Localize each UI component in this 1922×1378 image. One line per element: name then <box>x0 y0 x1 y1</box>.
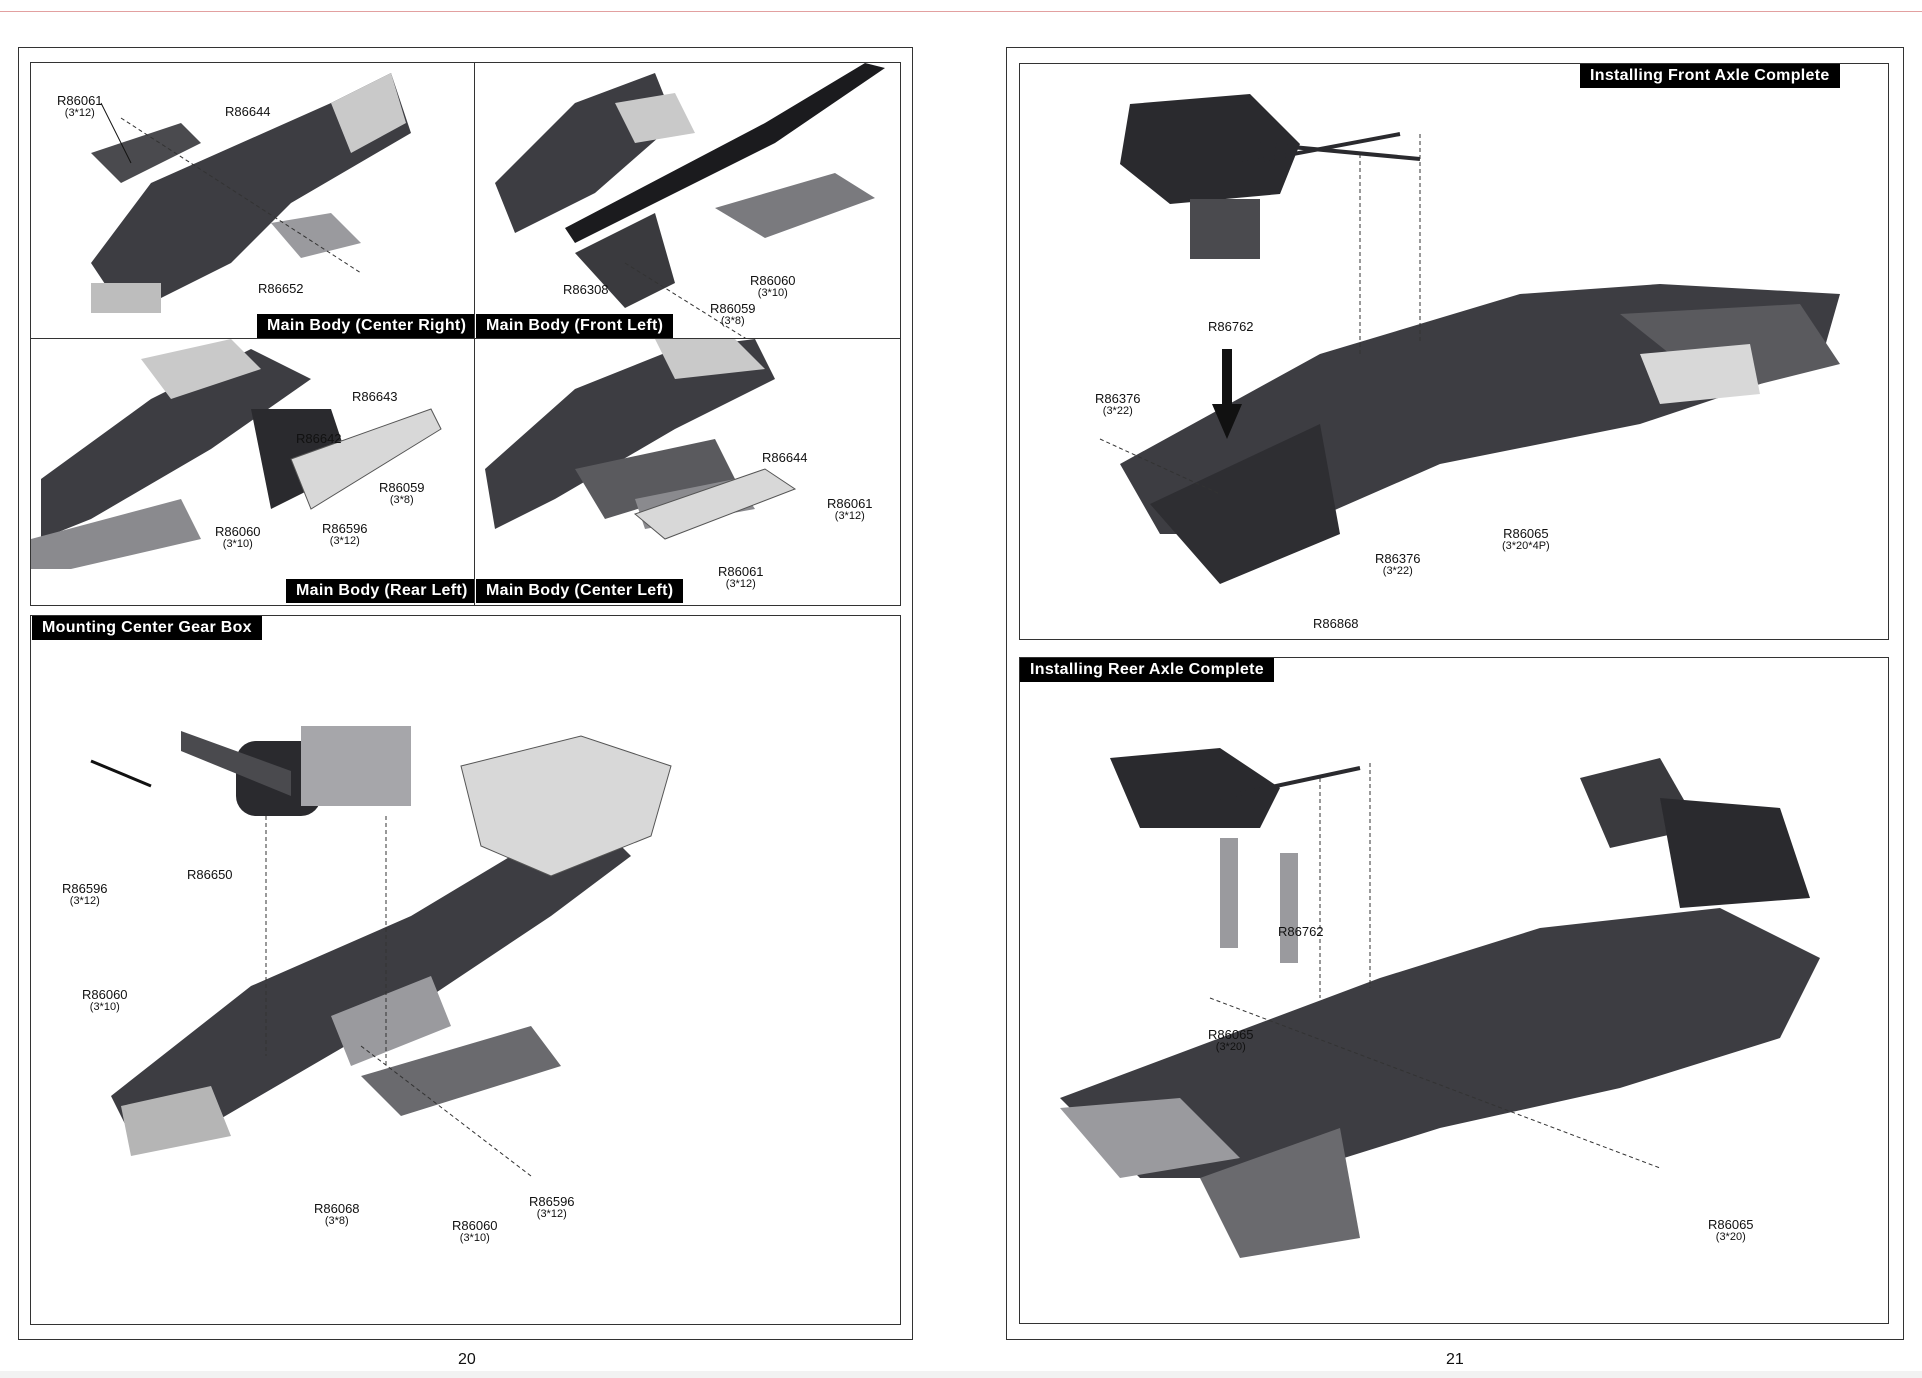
part-callout: R86060(3*10) <box>750 274 796 300</box>
part-size: (3*20) <box>1215 1041 1246 1053</box>
part-id: R86643 <box>352 389 398 404</box>
part-id: R86596 <box>322 521 368 536</box>
part-callout: R86059(3*8) <box>379 481 425 507</box>
part-size: (3*10) <box>459 1232 490 1244</box>
part-id: R86059 <box>379 480 425 495</box>
part-size: (3*10) <box>222 538 253 550</box>
part-callout: R86643 <box>352 390 398 403</box>
part-id: R86376 <box>1375 551 1421 566</box>
part-callout: R86644 <box>225 105 271 118</box>
part-id: R86061 <box>718 564 764 579</box>
panel-label: Main Body (Front Left) <box>476 314 674 338</box>
part-id: R86060 <box>750 273 796 288</box>
top-rule <box>0 11 1922 12</box>
part-id: R86060 <box>452 1218 498 1233</box>
illustration-center-right <box>91 73 411 313</box>
part-callout: R86061(3*12) <box>718 565 764 591</box>
part-callout: R86642 <box>296 432 342 445</box>
part-id: R86068 <box>314 1201 360 1216</box>
part-id: R86644 <box>225 104 271 119</box>
panel-gear-box <box>30 615 901 1325</box>
part-id: R86060 <box>215 524 261 539</box>
part-callout: R86060(3*10) <box>452 1219 498 1245</box>
part-callout: R86059(3*8) <box>710 302 756 328</box>
part-callout: R86596(3*12) <box>529 1195 575 1221</box>
part-callout: R86068(3*8) <box>314 1202 360 1228</box>
part-id: R86650 <box>187 867 233 882</box>
part-id: R86376 <box>1095 391 1141 406</box>
part-callout: R86868 <box>1313 617 1359 630</box>
part-callout: R86065(3*20) <box>1708 1218 1754 1244</box>
panel-label: Main Body (Rear Left) <box>286 579 478 603</box>
panel-center-right <box>30 62 476 340</box>
part-id: R86060 <box>82 987 128 1002</box>
page-number: 20 <box>458 1351 476 1368</box>
part-id: R86642 <box>296 431 342 446</box>
panel-label: Installing Reer Axle Complete <box>1020 658 1274 682</box>
part-size: (3*12) <box>725 578 756 590</box>
part-callout: R86652 <box>258 282 304 295</box>
illustration-center-left <box>485 339 797 540</box>
part-size: (3*20) <box>1715 1231 1746 1243</box>
illustration-rear-axle <box>1060 748 1820 1258</box>
part-size: (3*12) <box>834 510 865 522</box>
part-size: (3*12) <box>69 895 100 907</box>
part-id: R86596 <box>62 881 108 896</box>
illustration-rear-left <box>31 339 442 569</box>
part-callout: R86061(3*12) <box>57 94 103 120</box>
part-callout: R86061(3*12) <box>827 497 873 523</box>
part-size: (3*10) <box>89 1001 120 1013</box>
part-id: R86059 <box>710 301 756 316</box>
part-id: R86644 <box>762 450 808 465</box>
part-id: R86061 <box>57 93 103 108</box>
part-callout: R86376(3*22) <box>1095 392 1141 418</box>
part-id: R86652 <box>258 281 304 296</box>
part-callout: R86308 <box>563 283 609 296</box>
part-size: (3*22) <box>1382 565 1413 577</box>
part-id: R86061 <box>827 496 873 511</box>
panel-label: Mounting Center Gear Box <box>32 616 262 640</box>
part-callout: R86065(3*20*4P) <box>1502 527 1550 553</box>
part-callout: R86065(3*20) <box>1208 1028 1254 1054</box>
part-callout: R86644 <box>762 451 808 464</box>
part-callout: R86596(3*12) <box>62 882 108 908</box>
bottom-rule <box>0 1371 1922 1378</box>
illustration-front-left <box>495 63 885 339</box>
part-size: (3*12) <box>536 1208 567 1220</box>
part-callout: R86650 <box>187 868 233 881</box>
part-callout: R86060(3*10) <box>82 988 128 1014</box>
part-callout: R86060(3*10) <box>215 525 261 551</box>
panel-center-left <box>474 338 901 606</box>
part-id: R86065 <box>1503 526 1549 541</box>
part-callout: R86596(3*12) <box>322 522 368 548</box>
part-id: R86762 <box>1208 319 1254 334</box>
panel-front-left <box>474 62 901 340</box>
part-size: (3*8) <box>389 494 414 506</box>
part-size: (3*12) <box>64 107 95 119</box>
illustration-gear-box <box>90 726 672 1177</box>
part-id: R86065 <box>1208 1027 1254 1042</box>
part-callout: R86376(3*22) <box>1375 552 1421 578</box>
part-callout: R86762 <box>1278 925 1324 938</box>
panel-label: Main Body (Center Left) <box>476 579 684 603</box>
part-size: (3*22) <box>1102 405 1133 417</box>
panel-rear-axle <box>1019 657 1889 1324</box>
illustration-front-axle <box>1099 94 1840 584</box>
panel-rear-left <box>30 338 476 606</box>
part-id: R86596 <box>529 1194 575 1209</box>
panel-front-axle <box>1019 63 1889 640</box>
panel-label: Installing Front Axle Complete <box>1580 64 1840 88</box>
part-id: R86308 <box>563 282 609 297</box>
part-id: R86868 <box>1313 616 1359 631</box>
panel-label: Main Body (Center Right) <box>257 314 477 338</box>
page-number: 21 <box>1446 1351 1464 1368</box>
part-size: (3*12) <box>329 535 360 547</box>
part-size: (3*8) <box>720 315 745 327</box>
part-id: R86065 <box>1708 1217 1754 1232</box>
part-size: (3*10) <box>757 287 788 299</box>
part-callout: R86762 <box>1208 320 1254 333</box>
part-size: (3*8) <box>324 1215 349 1227</box>
part-id: R86762 <box>1278 924 1324 939</box>
part-size: (3*20*4P) <box>1502 540 1550 552</box>
